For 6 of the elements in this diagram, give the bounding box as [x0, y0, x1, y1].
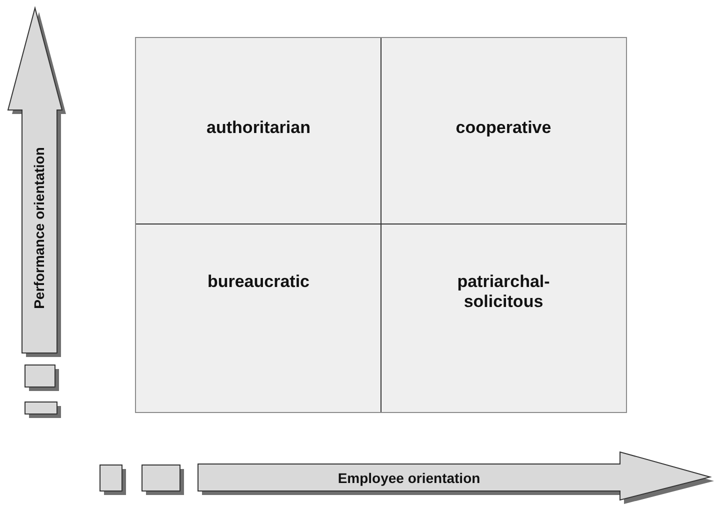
axis-label: Performance orientation — [31, 147, 47, 309]
axis-label: Employee orientation — [338, 470, 480, 486]
quadrant-label: cooperative — [454, 118, 552, 138]
quadrant-label: bureaucratic — [206, 272, 311, 292]
quadrant-label: authoritarian — [206, 118, 312, 138]
quadrant-label: patriarchal-solicitous — [456, 272, 551, 313]
